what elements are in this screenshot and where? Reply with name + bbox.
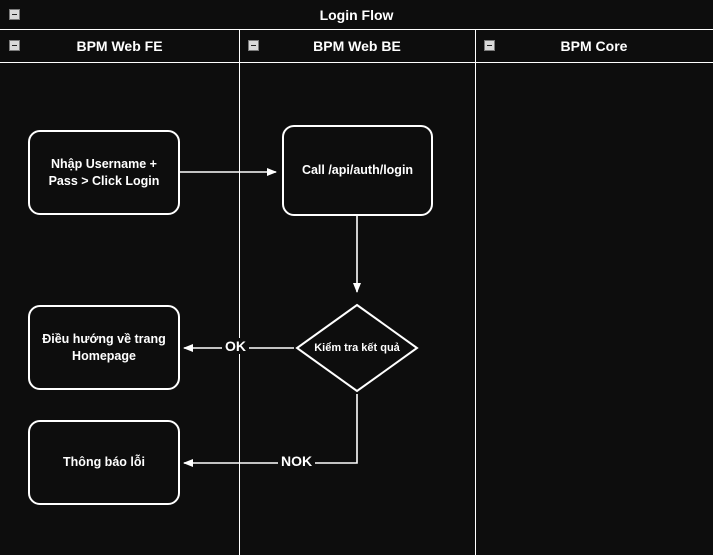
edge-label-nok: NOK (278, 453, 316, 469)
decision-node-check-result[interactable]: Kiểm tra kết quả (294, 302, 420, 394)
lane-divider-1 (239, 30, 240, 555)
pool-title-bar: Login Flow (0, 0, 713, 30)
lane-header-bpm-web-fe: BPM Web FE (0, 30, 239, 63)
lane-label-fe: BPM Web FE (76, 38, 163, 54)
lane-collapse-icon-core[interactable] (484, 40, 495, 51)
task-node-enter-credentials[interactable]: Nhập Username + Pass > Click Login (28, 130, 180, 215)
task-node-label: Nhập Username + Pass > Click Login (48, 156, 160, 188)
lane-divider-2 (475, 30, 476, 555)
pool-collapse-icon[interactable] (9, 9, 20, 20)
decision-node-label: Kiểm tra kết quả (314, 342, 400, 354)
lane-header-bpm-core: BPM Core (475, 30, 713, 63)
task-node-label: Thông báo lỗi (63, 455, 145, 470)
edge-label-ok: OK (222, 338, 249, 354)
lane-label-core: BPM Core (560, 38, 628, 54)
lane-label-be: BPM Web BE (313, 38, 401, 54)
task-node-redirect-homepage[interactable]: Điều hướng về trang Homepage (28, 305, 180, 390)
task-node-call-login-api[interactable]: Call /api/auth/login (282, 125, 433, 216)
task-node-label: Điều hướng về trang Homepage (42, 331, 166, 363)
task-node-label: Call /api/auth/login (301, 163, 414, 178)
lane-collapse-icon-be[interactable] (248, 40, 259, 51)
lane-collapse-icon-fe[interactable] (9, 40, 20, 51)
pool-title: Login Flow (319, 7, 394, 23)
task-node-show-error[interactable]: Thông báo lỗi (28, 420, 180, 505)
lane-header-bpm-web-be: BPM Web BE (239, 30, 475, 63)
